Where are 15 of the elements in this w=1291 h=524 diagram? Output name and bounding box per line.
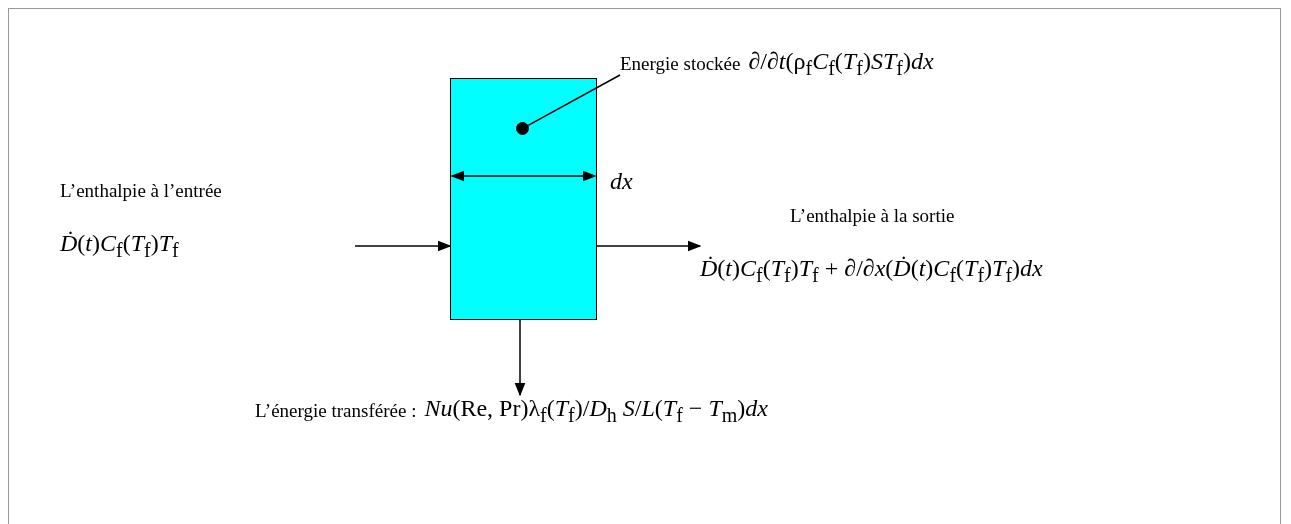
text-label: Energie stockée: [620, 52, 741, 75]
text-label: L’enthalpie à l’entrée: [60, 180, 222, 202]
volume-element-box: [450, 78, 597, 320]
formula: Ḋ(t)C$_{f}$(T$_{f}$)T$_{f}$: [60, 230, 180, 262]
text-label: L’énergie transférée :: [255, 399, 417, 422]
arrow: [354, 240, 452, 252]
arrow: [596, 240, 702, 252]
formula: ∂/∂t(ρ$_{f}$C$_{f}$(T$_{f}$)ST$_{f}$)dx: [748, 48, 934, 80]
text-label: L’enthalpie à la sortie: [790, 205, 956, 227]
formula: Ḋ(t)C$_{f}$(T$_{f}$)T$_{f}$ + ∂/∂x(Ḋ(t)C$_{f}$(T$_{f}$)T$_{f}$)dx: [700, 255, 1043, 287]
formula: Nu(Re, Pr)λ$_{f}$(T$_{f}$)/D$_{h}$ S/L(T$_{f}$ − T$_{m}$)dx: [424, 395, 768, 427]
arrow: [514, 319, 526, 397]
leader-line: [527, 74, 621, 127]
dot-marker: [516, 122, 529, 135]
dimension-label: dx: [610, 168, 633, 195]
